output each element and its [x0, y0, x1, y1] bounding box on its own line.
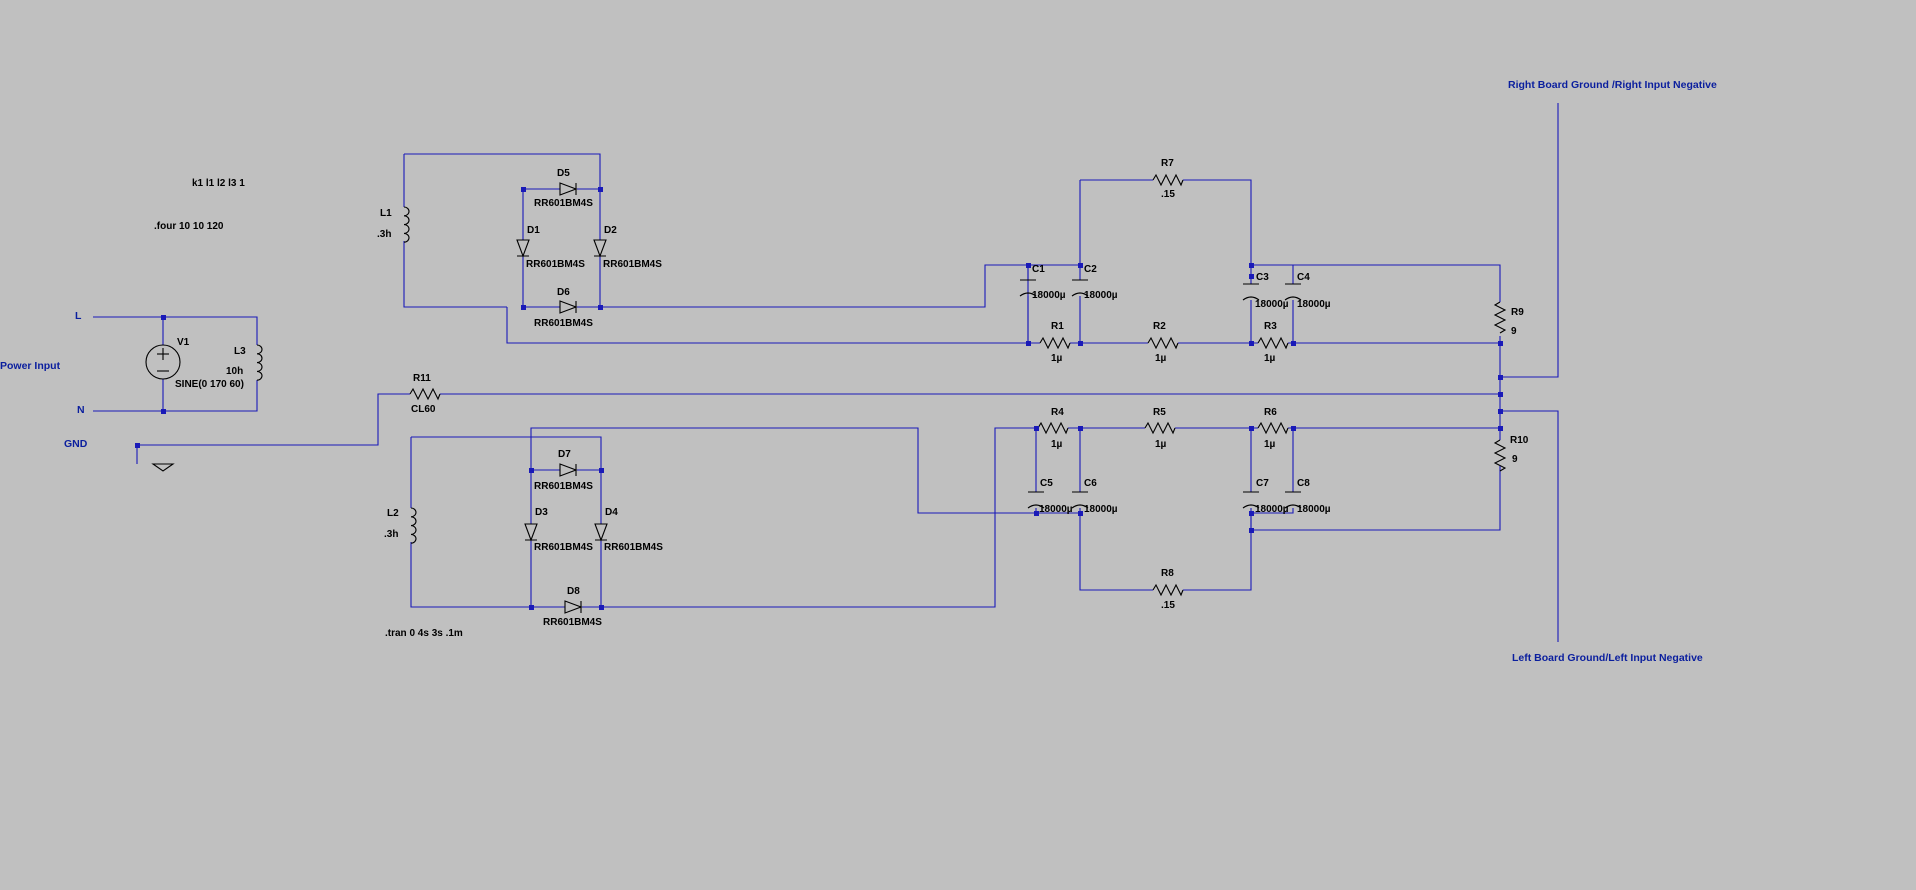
c8-name: C8 — [1297, 478, 1310, 489]
r8-name: R8 — [1161, 568, 1174, 579]
v1-source — [145, 344, 181, 380]
lower-resistors — [1037, 421, 1507, 597]
r3-value: 1µ — [1264, 353, 1276, 364]
l1-value: .3h — [377, 229, 392, 240]
net-label-l: L — [75, 310, 82, 322]
d6-value: RR601BM4S — [534, 318, 593, 329]
d4-name: D4 — [605, 507, 618, 518]
r11-resistor — [409, 387, 441, 401]
r7-value: .15 — [1161, 189, 1175, 200]
ac-input-wires — [93, 316, 1500, 464]
r6-value: 1µ — [1264, 439, 1276, 450]
net-label-power-input: Power Input — [0, 360, 61, 372]
d5-name: D5 — [557, 168, 570, 179]
ground-symbol — [151, 463, 175, 472]
d1-name: D1 — [527, 225, 540, 236]
c2-name: C2 — [1084, 264, 1097, 275]
c8-value: 18000µ — [1297, 504, 1331, 515]
l2-name: L2 — [387, 508, 399, 519]
lower-diodes — [524, 463, 608, 614]
c3-name: C3 — [1256, 272, 1269, 283]
l1-inductor — [403, 206, 410, 243]
c6-name: C6 — [1084, 478, 1097, 489]
v1-name: V1 — [177, 337, 190, 348]
c7-value: 18000µ — [1255, 504, 1289, 515]
r3-name: R3 — [1264, 321, 1277, 332]
net-label-n: N — [77, 404, 85, 416]
c4-name: C4 — [1297, 272, 1310, 283]
net-label-gnd: GND — [64, 438, 88, 450]
c2-value: 18000µ — [1084, 290, 1118, 301]
d1-value: RR601BM4S — [526, 259, 585, 270]
r1-name: R1 — [1051, 321, 1064, 332]
l3-value: 10h — [226, 366, 244, 377]
upper-capacitors — [1019, 279, 1302, 301]
r4-value: 1µ — [1051, 439, 1063, 450]
c3-value: 18000µ — [1255, 299, 1289, 310]
junction-dots — [135, 187, 1503, 610]
r10-value: 9 — [1512, 454, 1518, 465]
upper-rectifier-wires — [403, 153, 1501, 394]
output-ground-wires — [1500, 103, 1559, 642]
r2-name: R2 — [1153, 321, 1166, 332]
r5-name: R5 — [1153, 407, 1166, 418]
l3-inductor — [256, 344, 263, 381]
d4-value: RR601BM4S — [604, 542, 663, 553]
r9-value: 9 — [1511, 326, 1517, 337]
net-label-right-ground: Right Board Ground /Right Input Negative — [1508, 79, 1717, 91]
lower-capacitors — [1027, 491, 1302, 509]
d7-name: D7 — [558, 449, 571, 460]
r6-name: R6 — [1264, 407, 1277, 418]
c5-value: 18000µ — [1039, 504, 1073, 515]
upper-resistors — [1039, 173, 1507, 350]
lower-rectifier-wires — [410, 394, 1501, 608]
net-label-left-ground: Left Board Ground/Left Input Negative — [1512, 652, 1703, 664]
d8-name: D8 — [567, 586, 580, 597]
d2-value: RR601BM4S — [603, 259, 662, 270]
d6-name: D6 — [557, 287, 570, 298]
l3-name: L3 — [234, 346, 246, 357]
l1-name: L1 — [380, 208, 392, 219]
r11-name: R11 — [413, 373, 431, 384]
c7-name: C7 — [1256, 478, 1269, 489]
c6-value: 18000µ — [1084, 504, 1118, 515]
four-directive: .four 10 10 120 — [154, 221, 224, 232]
d3-name: D3 — [535, 507, 548, 518]
d8-value: RR601BM4S — [543, 617, 602, 628]
tran-directive: .tran 0 4s 3s .1m — [385, 628, 463, 639]
upper-diodes — [516, 182, 607, 314]
c1-value: 18000µ — [1032, 290, 1066, 301]
d7-value: RR601BM4S — [534, 481, 593, 492]
d3-value: RR601BM4S — [534, 542, 593, 553]
v1-value: SINE(0 170 60) — [175, 379, 244, 390]
r7-name: R7 — [1161, 158, 1174, 169]
r5-value: 1µ — [1155, 439, 1167, 450]
c5-name: C5 — [1040, 478, 1053, 489]
r1-value: 1µ — [1051, 353, 1063, 364]
d2-name: D2 — [604, 225, 617, 236]
r9-name: R9 — [1511, 307, 1524, 318]
r10-name: R10 — [1510, 435, 1529, 446]
l2-inductor — [410, 507, 417, 544]
coupling-directive: k1 l1 l2 l3 1 — [192, 178, 245, 189]
r2-value: 1µ — [1155, 353, 1167, 364]
l2-value: .3h — [384, 529, 399, 540]
d5-value: RR601BM4S — [534, 198, 593, 209]
r11-value: CL60 — [411, 404, 436, 415]
r4-name: R4 — [1051, 407, 1064, 418]
c1-name: C1 — [1032, 264, 1045, 275]
r8-value: .15 — [1161, 600, 1175, 611]
c4-value: 18000µ — [1297, 299, 1331, 310]
